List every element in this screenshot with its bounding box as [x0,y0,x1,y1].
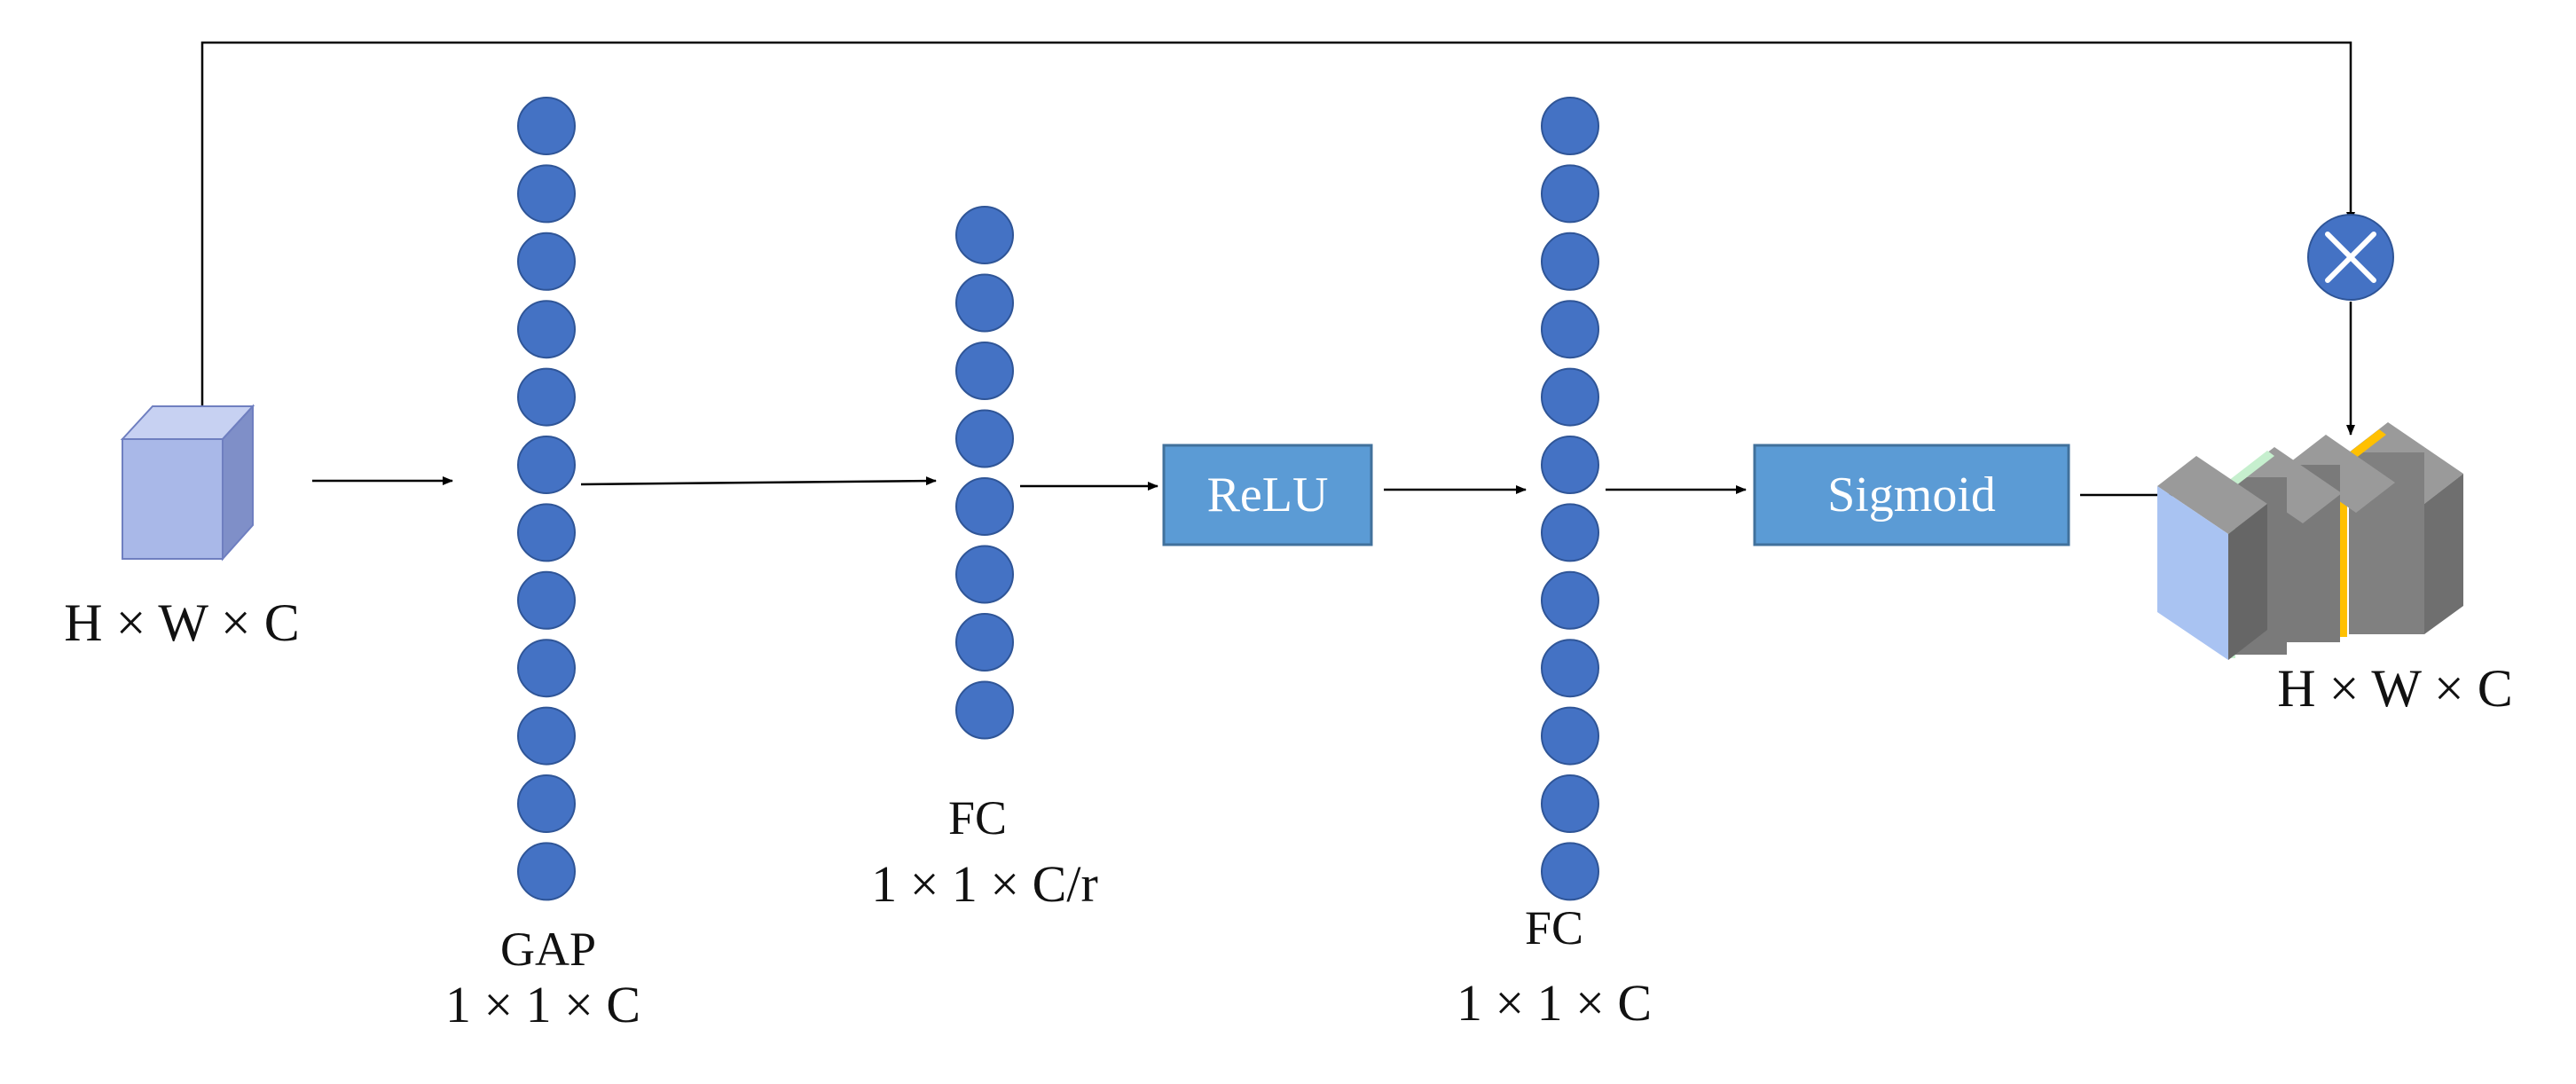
relu-box: ReLU [1162,444,1373,546]
gap-node-10 [517,706,576,766]
relu-label: ReLU [1207,467,1329,522]
arrow-gap-to-fc1 [580,476,937,486]
output-feature-stack-icon [2157,422,2463,660]
fc2-dims-label: 1 × 1 × C [1457,974,1652,1032]
gap-node-4 [517,300,576,359]
gap-node-column [517,97,576,901]
fc1-node-5 [955,477,1014,536]
fc2-name-label: FC [1525,901,1583,954]
gap-node-2 [517,164,576,224]
skip-connection-line [200,41,2355,408]
gap-node-8 [517,570,576,630]
gap-node-11 [517,774,576,833]
fc2-node-6 [1541,436,1599,494]
gap-node-6 [517,436,576,494]
sigmoid-label: Sigmoid [1827,467,1996,522]
gap-node-1 [517,97,576,155]
fc2-node-8 [1541,570,1599,630]
multiply-icon [2307,214,2394,301]
fc1-node-2 [955,273,1014,333]
fc1-node-3 [955,342,1014,400]
sigmoid-box: Sigmoid [1753,444,2070,546]
fc1-node-7 [955,613,1014,672]
gap-node-7 [517,503,576,562]
fc2-node-10 [1541,706,1599,766]
gap-dims-label: 1 × 1 × C [445,976,640,1033]
fc1-node-1 [955,206,1014,264]
fc1-node-8 [955,680,1014,740]
input-dims-label: H × W × C [64,593,300,652]
fc2-node-11 [1541,774,1599,833]
fc1-node-4 [955,409,1014,468]
fc2-node-2 [1541,164,1599,224]
gap-node-3 [517,232,576,291]
gap-node-5 [517,367,576,427]
fc2-node-4 [1541,300,1599,359]
fc1-dims-label: 1 × 1 × C/r [871,855,1098,913]
fc2-node-7 [1541,503,1599,562]
gap-name-label: GAP [500,923,596,976]
output-dims-label: H × W × C [2277,659,2513,718]
fc2-node-9 [1541,639,1599,698]
fc1-node-column [955,206,1014,740]
fc2-node-3 [1541,232,1599,291]
fc1-node-6 [955,545,1014,604]
fc1-name-label: FC [948,791,1007,844]
gap-node-9 [517,639,576,698]
input-cube-icon [120,404,255,562]
fc2-node-column [1541,97,1599,901]
fc2-node-12 [1541,842,1599,901]
fc2-node-5 [1541,367,1599,427]
gap-node-12 [517,842,576,901]
fc2-node-1 [1541,97,1599,155]
